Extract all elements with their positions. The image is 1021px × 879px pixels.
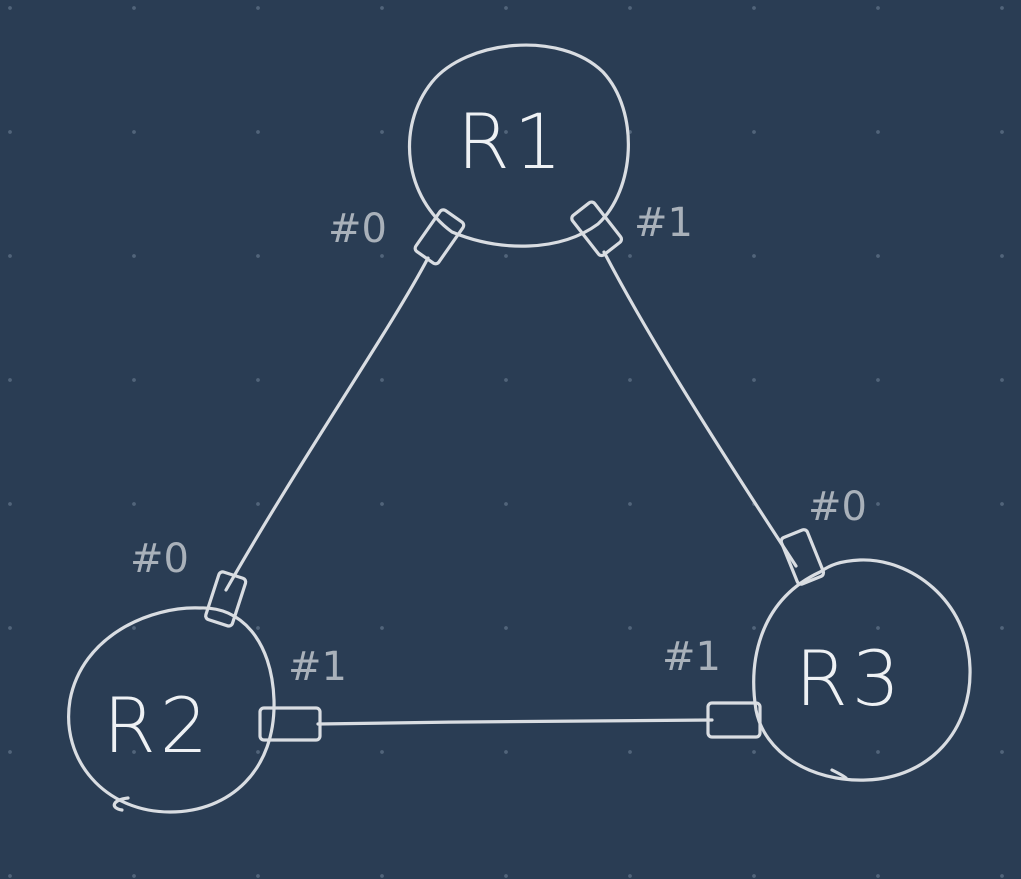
port-label-r3-1: #1 [662, 634, 721, 680]
router-r2-tail [112, 796, 130, 812]
port-label-r2-1: #1 [288, 644, 347, 690]
port-label-r1-0: #0 [328, 206, 387, 252]
router-r3-tail [830, 768, 848, 780]
port-label-r1-1: #1 [634, 200, 693, 246]
link-r2-r3 [316, 718, 714, 726]
router-r3-port-0[interactable] [779, 528, 826, 586]
router-r2-label: R2 [103, 681, 212, 770]
router-r1[interactable]: R1 [407, 43, 630, 266]
link-r1-r2 [224, 256, 430, 592]
link-r1-r3 [602, 250, 798, 568]
links [224, 250, 798, 726]
router-r3-port-1[interactable] [706, 701, 762, 739]
router-r1-port-0[interactable] [413, 208, 466, 266]
port-label-r3-0: #0 [808, 484, 867, 530]
router-r2-port-1[interactable] [258, 706, 322, 742]
router-r2-circle [67, 606, 276, 814]
router-r1-circle [407, 43, 630, 248]
port-labels: #0 #1 #0 #1 #0 #1 [130, 200, 867, 690]
port-label-r2-0: #0 [130, 536, 189, 582]
router-r1-port-1[interactable] [570, 200, 624, 258]
router-r3-label: R3 [795, 634, 904, 723]
router-r2-port-0[interactable] [204, 570, 248, 628]
router-r2[interactable]: R2 [67, 570, 322, 814]
router-r3-circle [752, 558, 972, 782]
router-r1-label: R1 [457, 97, 566, 186]
router-r3[interactable]: R3 [706, 528, 972, 782]
